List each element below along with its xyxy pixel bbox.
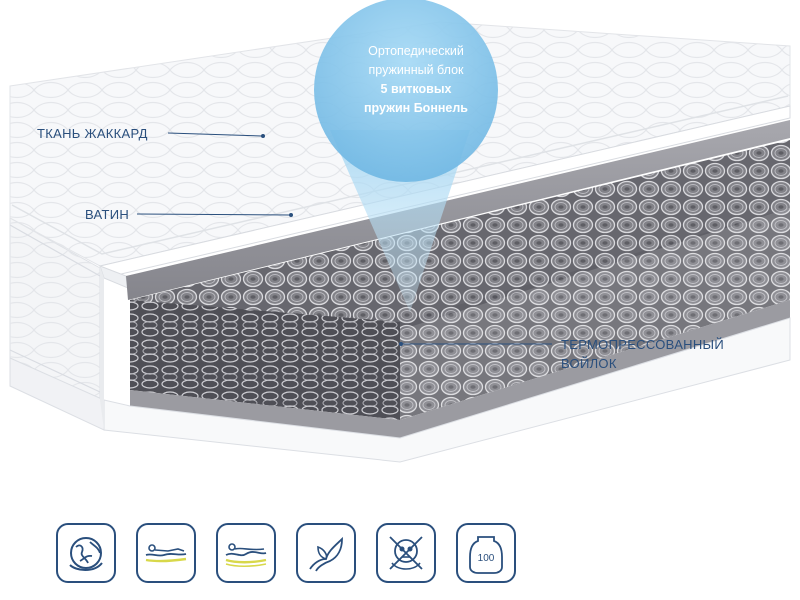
medium-firmness-icon: [136, 523, 196, 583]
label-thermo-felt: ТЕРМОПРЕССОВАННЫЙ ВОЙЛОК: [561, 335, 724, 373]
natural-materials-leaf-icon: [296, 523, 356, 583]
callout-line-3: 5 витковых: [380, 82, 452, 96]
orthopedic-support-icon: [216, 523, 276, 583]
felt-bottom-layer: [130, 300, 790, 438]
max-load-value: 100: [478, 553, 495, 564]
felt-top-layer: [126, 120, 790, 300]
label-thermo-felt-line-2: ВОЙЛОК: [561, 356, 617, 371]
eco-globe-icon: [56, 523, 116, 583]
callout-text: Ортопедический пружинный блок 5 витковых…: [326, 42, 506, 118]
label-thermo-felt-line-1: ТЕРМОПРЕССОВАННЫЙ: [561, 337, 725, 352]
callout-line-1: Ортопедический: [368, 44, 464, 58]
spring-block-top: [130, 140, 790, 330]
callout-line-2: пружинный блок: [368, 63, 464, 77]
mattress-bottom-layer: [103, 317, 791, 463]
no-toxins-icon: [376, 523, 436, 583]
callout-line-4: пружин Боннель: [364, 101, 468, 115]
label-batting: ВАТИН: [85, 207, 130, 222]
max-load-100-icon: 100: [456, 523, 516, 583]
label-jacquard-fabric: ТКАНЬ ЖАККАРД: [37, 126, 148, 141]
callout-bubble: [314, 0, 498, 182]
spring-block-cut-face: [130, 300, 400, 420]
